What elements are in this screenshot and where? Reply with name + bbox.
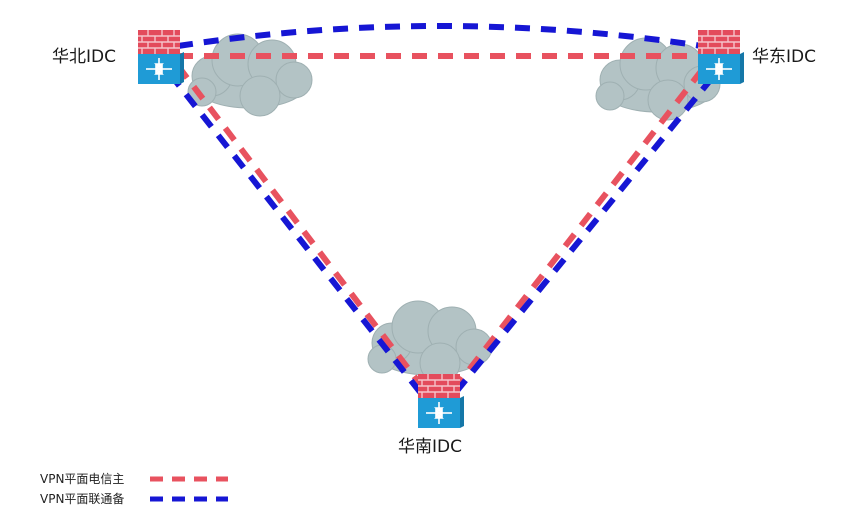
legend-item-primary: VPN平面电信主 [40, 472, 228, 486]
vpn-link-north-east-backup [177, 23, 703, 49]
firewall-router-icon [137, 29, 185, 85]
legend-label-primary: VPN平面电信主 [40, 472, 124, 486]
vpn-link-east-south-primary [455, 68, 705, 386]
legend: VPN平面电信主 VPN平面联通备 [40, 472, 228, 506]
firewall-router-icon [697, 29, 745, 85]
site-label-north: 华北IDC [52, 47, 116, 67]
site-label-south: 华南IDC [398, 437, 462, 457]
vpn-link-north-south-primary [175, 64, 423, 386]
legend-item-backup: VPN平面联通备 [40, 492, 228, 506]
vpn-link-east-south-backup [453, 76, 715, 394]
clouds [187, 33, 721, 384]
firewall-router-icon [417, 373, 465, 429]
site-label-east: 华东IDC [752, 47, 816, 67]
vpn-links [167, 23, 715, 394]
cloud-icon [187, 33, 313, 117]
vpn-link-north-south-backup [167, 72, 423, 394]
legend-label-backup: VPN平面联通备 [40, 492, 124, 506]
